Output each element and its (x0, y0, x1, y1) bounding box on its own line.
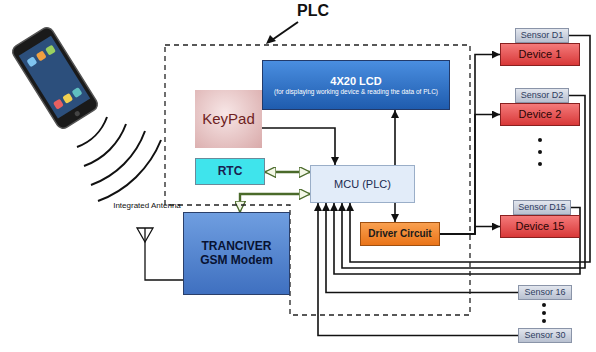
sensor-box: Sensor 30 (518, 328, 572, 343)
box-label: TRANCIVER GSM Modem (191, 240, 282, 268)
box-label: MCU (PLC) (334, 178, 391, 191)
sensor-box: Sensor D1 (515, 28, 569, 43)
box-label: Sensor 30 (524, 330, 565, 340)
antenna-symbol (137, 228, 183, 280)
box-label: KeyPad (202, 110, 255, 127)
connector (262, 128, 335, 165)
device-box: Device 15 (500, 215, 580, 238)
connector (326, 203, 518, 293)
gsm-modem-box: TRANCIVER GSM Modem (183, 212, 290, 295)
device-box: Device 1 (500, 43, 580, 66)
connector (265, 171, 310, 173)
plc-leader-arrow (266, 22, 298, 44)
rtc-box: RTC (195, 158, 265, 185)
box-label: Device 2 (519, 108, 562, 121)
box-subtitle: (for displaying working device & reading… (274, 88, 438, 95)
box-label: Driver Circuit (368, 228, 431, 240)
box-label: 4X20 LCD (330, 75, 381, 88)
sensor-box: Sensor D15 (513, 200, 571, 215)
antenna-label: Integrated Antenna (112, 202, 182, 211)
plc-heading: PLC (297, 2, 329, 20)
connector (394, 203, 396, 222)
driver-box: Driver Circuit (360, 222, 440, 246)
box-label: Device 15 (516, 220, 565, 233)
box-label: Device 1 (519, 48, 562, 61)
smartphone (10, 25, 100, 131)
dashed-boundary (165, 45, 470, 315)
connector (394, 110, 396, 165)
sensor-box: Sensor 16 (518, 285, 572, 300)
box-label: RTC (218, 165, 243, 179)
box-label: Sensor D15 (518, 202, 566, 212)
lcd-display: 4X20 LCD(for displaying working device &… (262, 60, 450, 110)
box-label: Sensor D1 (521, 30, 564, 40)
box-label: Sensor 16 (524, 287, 565, 297)
keypad-box: KeyPad (195, 90, 262, 148)
sensor-box: Sensor D2 (515, 88, 569, 103)
device-box: Device 2 (500, 103, 580, 126)
radio-waves (77, 117, 161, 201)
mcu-box: MCU (PLC) (310, 165, 415, 203)
connector (240, 194, 310, 212)
box-label: Sensor D2 (521, 90, 564, 100)
